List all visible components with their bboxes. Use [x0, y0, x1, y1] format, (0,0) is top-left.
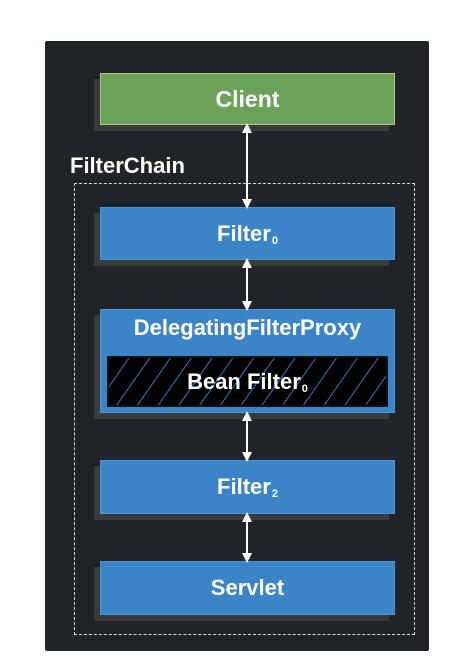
servlet-node: Servlet — [100, 561, 395, 615]
servlet-label: Servlet — [210, 575, 285, 600]
filter2-label: Filter — [217, 474, 271, 499]
client-label: Client — [215, 85, 280, 112]
filter-chain-label: FilterChain — [70, 153, 185, 178]
bean-filter-subscript: 0 — [301, 382, 308, 395]
filter2-subscript: 2 — [271, 488, 278, 500]
filter0-subscript: 0 — [271, 234, 278, 247]
delegating-filter-proxy-label: DelegatingFilterProxy — [133, 315, 362, 340]
filter0-label: Filter — [217, 220, 271, 246]
bean-filter-label: Bean Filter — [187, 368, 301, 394]
